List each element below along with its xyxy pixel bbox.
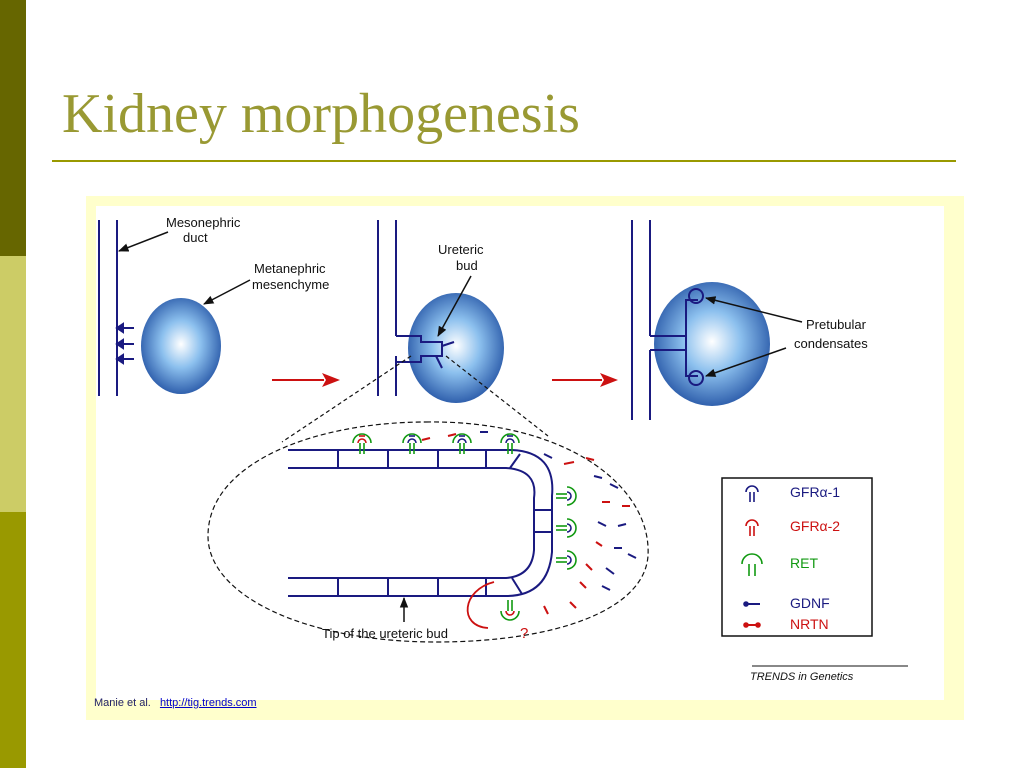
- sidebar-stripe-top: [0, 0, 26, 256]
- label-tip-of-ureteric-bud: Tip of the ureteric bud: [322, 626, 448, 641]
- zoom-inset: Tip of the ureteric bud ?: [207, 355, 649, 643]
- receptor-complexes-tip: [500, 486, 577, 621]
- label-condensates: condensates: [794, 336, 868, 351]
- pretubular-condensate-top: [688, 288, 704, 304]
- credit-line: Manie et al. http://tig.trends.com: [94, 697, 257, 709]
- stage3-mesenchyme-blob: [654, 282, 770, 406]
- receptor-complexes-top: [352, 433, 520, 454]
- ureteric-bud-outgrowth: [396, 335, 443, 363]
- stage-arrow-1: [272, 373, 340, 387]
- stage-1: Mesonephric duct Metanephric mesenchyme: [98, 215, 329, 396]
- ret-receptor-icon: [741, 553, 763, 576]
- gfra2-receptor-icon: [745, 519, 759, 536]
- unknown-question-mark: ?: [520, 625, 528, 642]
- journal-attribution: TRENDS in Genetics: [750, 671, 854, 683]
- tubule-outer-wall: [288, 449, 554, 597]
- nrtn-ligand-icon: [743, 622, 761, 628]
- figure-panel: Mesonephric duct Metanephric mesenchyme …: [86, 196, 964, 720]
- label-ureteric: Ureteric: [438, 242, 484, 257]
- label-bud: bud: [456, 258, 478, 273]
- stage2-mesenchyme-blob: [408, 293, 504, 403]
- sidebar-stripe-middle: [0, 256, 26, 512]
- credit-link[interactable]: http://tig.trends.com: [159, 697, 257, 709]
- ureteric-bud-pointer: [437, 275, 472, 337]
- ligand-field: [421, 431, 637, 615]
- mesonephric-duct-pointer: [118, 231, 169, 252]
- stage-arrow-2: [552, 373, 618, 387]
- stage-3: Pretubular condensates: [631, 220, 868, 420]
- label-metanephric: Metanephric: [254, 261, 326, 276]
- legend: GFRα-1 GFRα-2 RET GDNF NRTN: [721, 477, 873, 637]
- slide-title: Kidney morphogenesis: [62, 83, 580, 145]
- gdnf-signal-arrows: [115, 322, 134, 365]
- kidney-diagram: Mesonephric duct Metanephric mesenchyme …: [96, 206, 944, 700]
- legend-label-gfra1: GFRα-1: [790, 484, 840, 500]
- condensate-pointer-bottom: [705, 347, 787, 377]
- credit-author: Manie et al.: [94, 697, 151, 709]
- label-mesenchyme: mesenchyme: [252, 277, 329, 292]
- tubule-cell-borders: [337, 450, 552, 596]
- legend-label-gfra2: GFRα-2: [790, 518, 840, 534]
- pretubular-condensate-bottom: [688, 370, 704, 386]
- condensate-pointer-top: [704, 296, 803, 323]
- label-pretubular: Pretubular: [806, 317, 867, 332]
- tubule-inner-wall: [288, 467, 536, 579]
- label-mesonephric: Mesonephric: [166, 215, 241, 230]
- sidebar-stripe-bottom: [0, 512, 26, 768]
- legend-label-ret: RET: [790, 555, 818, 571]
- title-underline: [52, 160, 956, 162]
- gdnf-ligand-icon: [743, 601, 760, 607]
- stage-2: Ureteric bud: [377, 220, 504, 403]
- zoom-line-left: [281, 355, 412, 443]
- nrtn-curved-arrow: [466, 581, 495, 629]
- gfra1-receptor-icon: [745, 485, 759, 502]
- legend-label-gdnf: GDNF: [790, 595, 830, 611]
- zoom-outline: [207, 421, 649, 643]
- label-duct: duct: [183, 230, 208, 245]
- legend-label-nrtn: NRTN: [790, 616, 829, 632]
- legend-box: [721, 477, 873, 637]
- branched-ureteric-bud: [650, 299, 698, 377]
- zoom-line-right: [445, 355, 549, 437]
- metanephric-mesenchyme-blob: [141, 298, 221, 394]
- mesenchyme-pointer: [203, 279, 251, 305]
